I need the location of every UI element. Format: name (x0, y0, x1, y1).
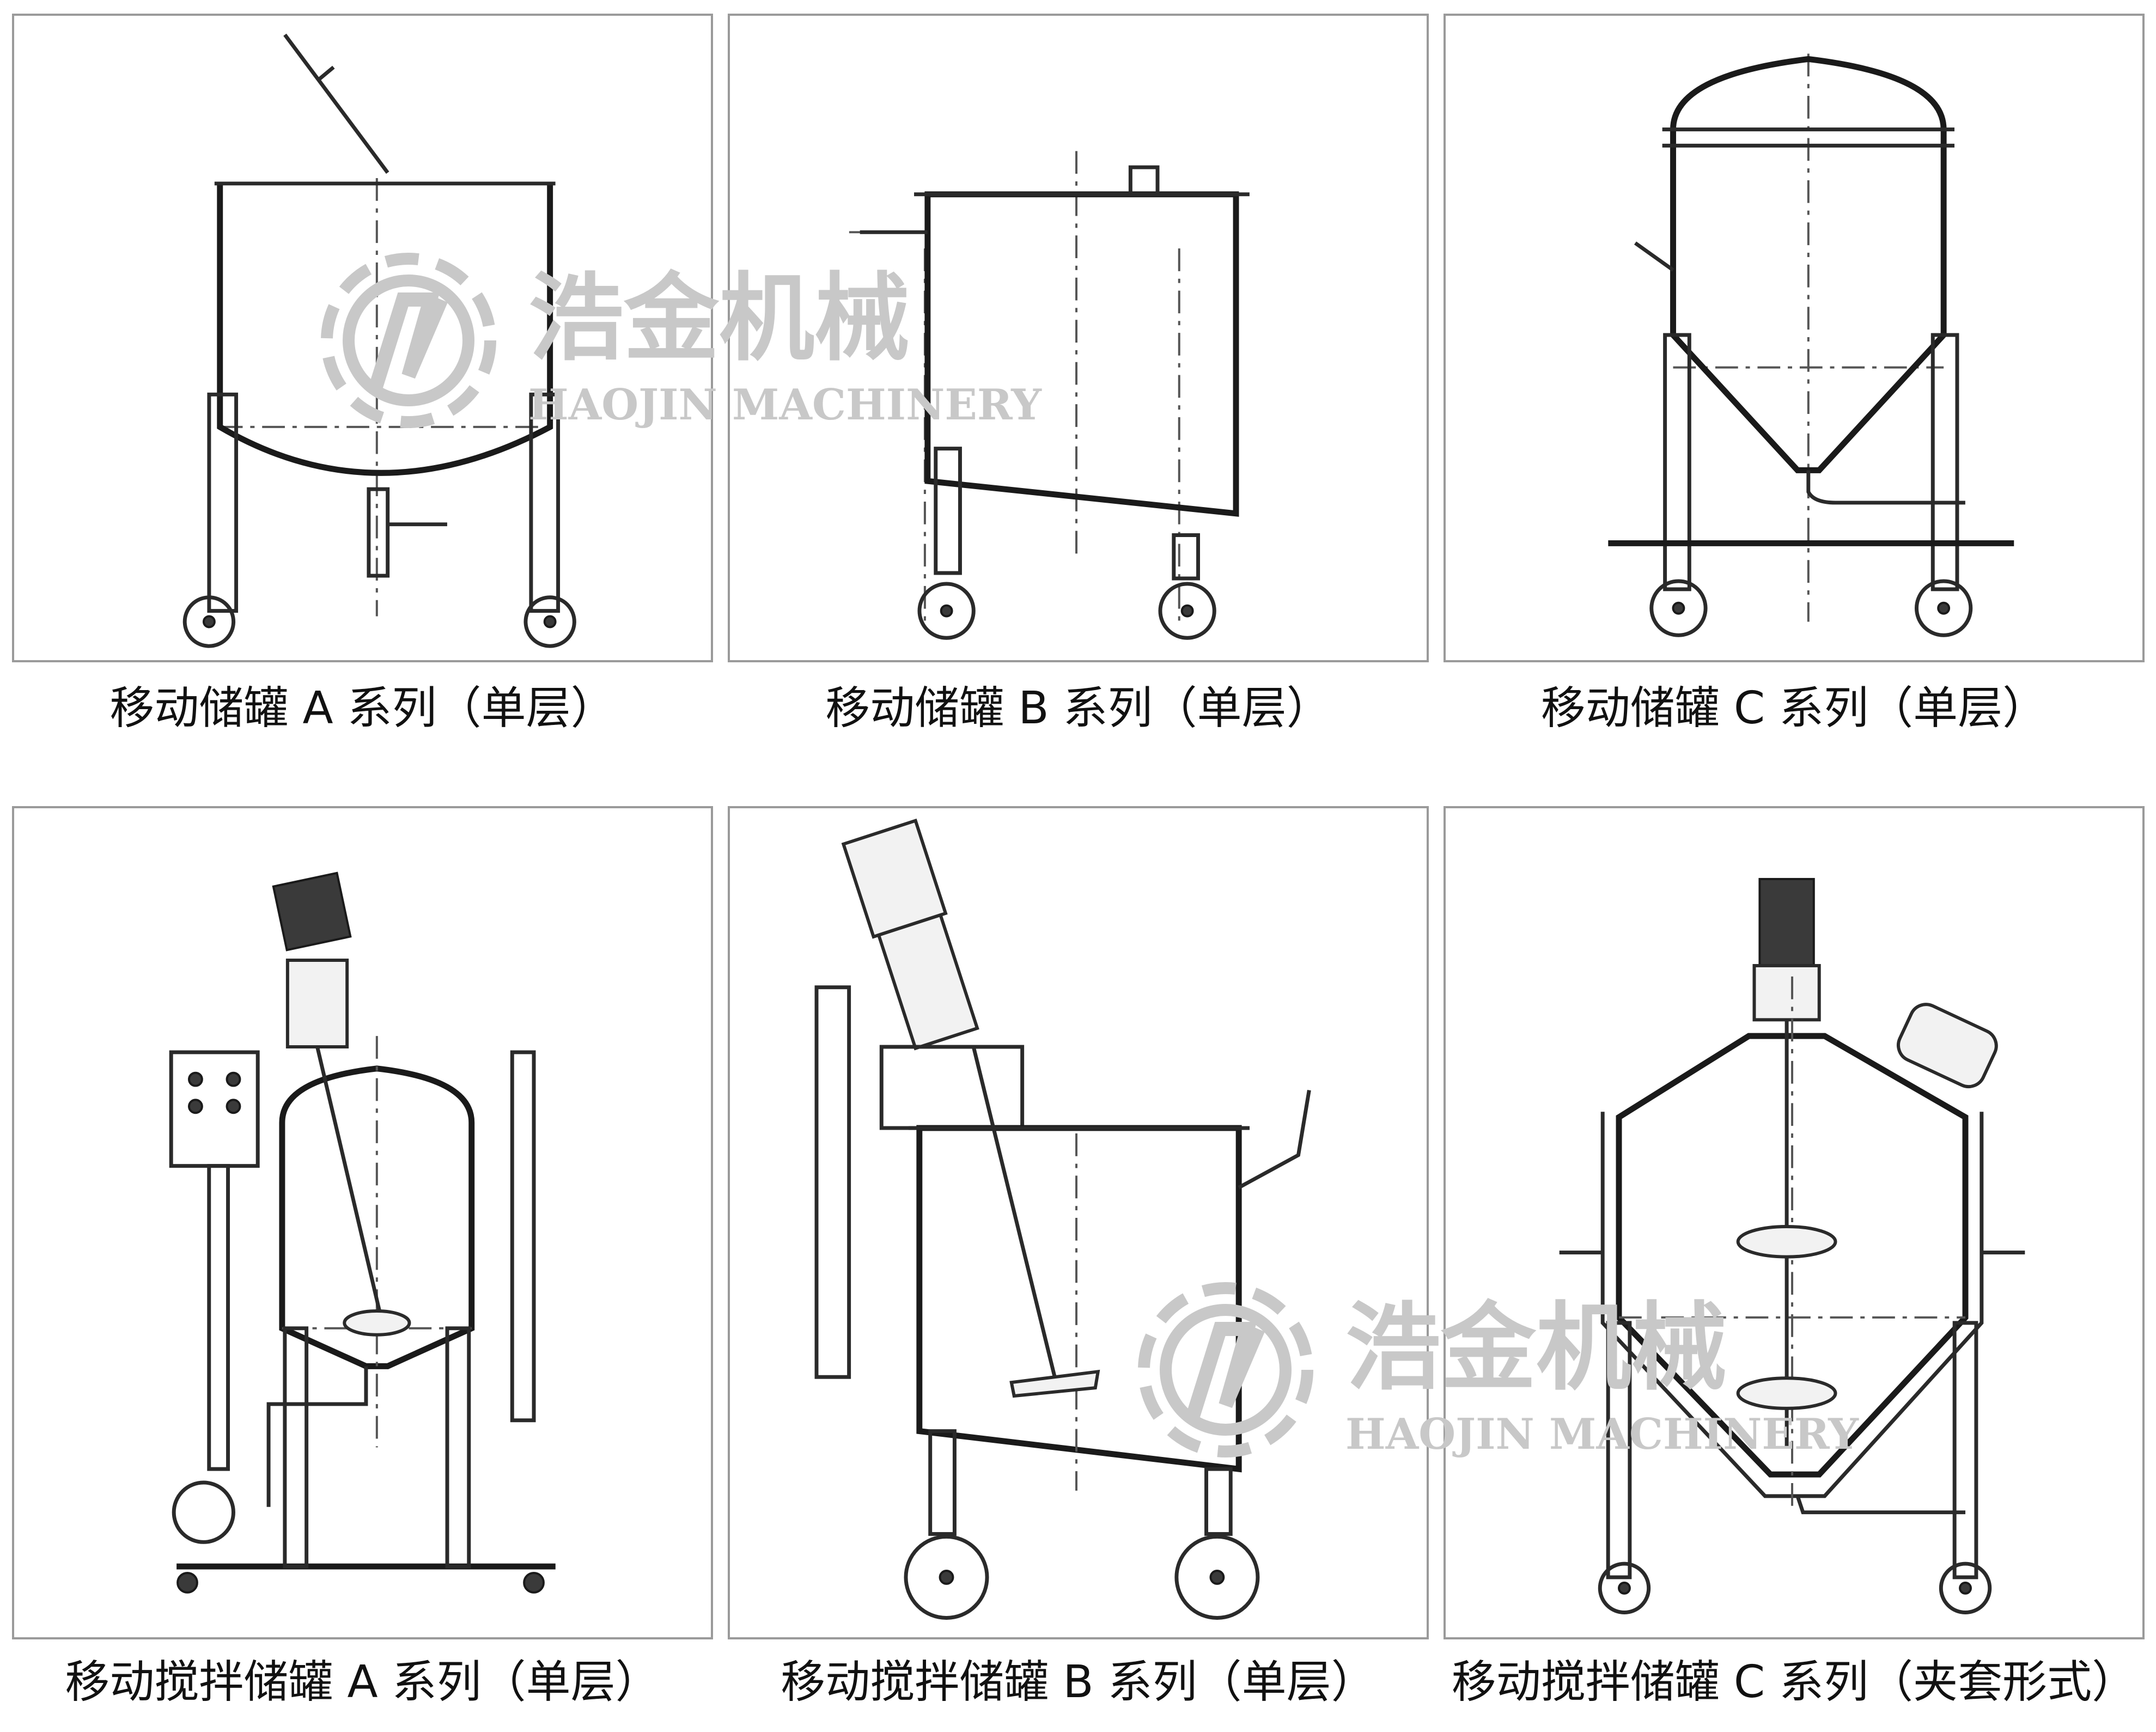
tank-b-drawing (849, 151, 1250, 640)
panel-mixer-tank-c (1444, 806, 2145, 1639)
caption-tank-a: 移动储罐 A 系列（单层） (109, 682, 616, 734)
mixer-tank-c-drawing (1559, 877, 2025, 1615)
panel-mixer-tank-a (12, 806, 713, 1639)
mixer-tank-b-drawing (814, 818, 1311, 1620)
panel-tank-c (1444, 14, 2145, 662)
caption-mixer-tank-b: 移动搅拌储罐 B 系列（单层） (781, 1656, 1376, 1708)
mixer-tank-a-drawing (169, 871, 556, 1594)
caption-mixer-tank-a: 移动搅拌储罐 A 系列（单层） (65, 1656, 660, 1708)
tank-a-drawing (182, 33, 576, 648)
caption-tank-c: 移动储罐 C 系列（单层） (1540, 682, 2048, 734)
panel-tank-b (728, 14, 1429, 662)
caption-tank-b: 移动储罐 B 系列（单层） (825, 682, 1331, 734)
tank-c-drawing (1608, 53, 2014, 637)
panel-mixer-tank-b (728, 806, 1429, 1639)
caption-mixer-tank-c: 移动搅拌储罐 C 系列（夹套形式） (1451, 1656, 2137, 1708)
panel-tank-a (12, 14, 713, 662)
